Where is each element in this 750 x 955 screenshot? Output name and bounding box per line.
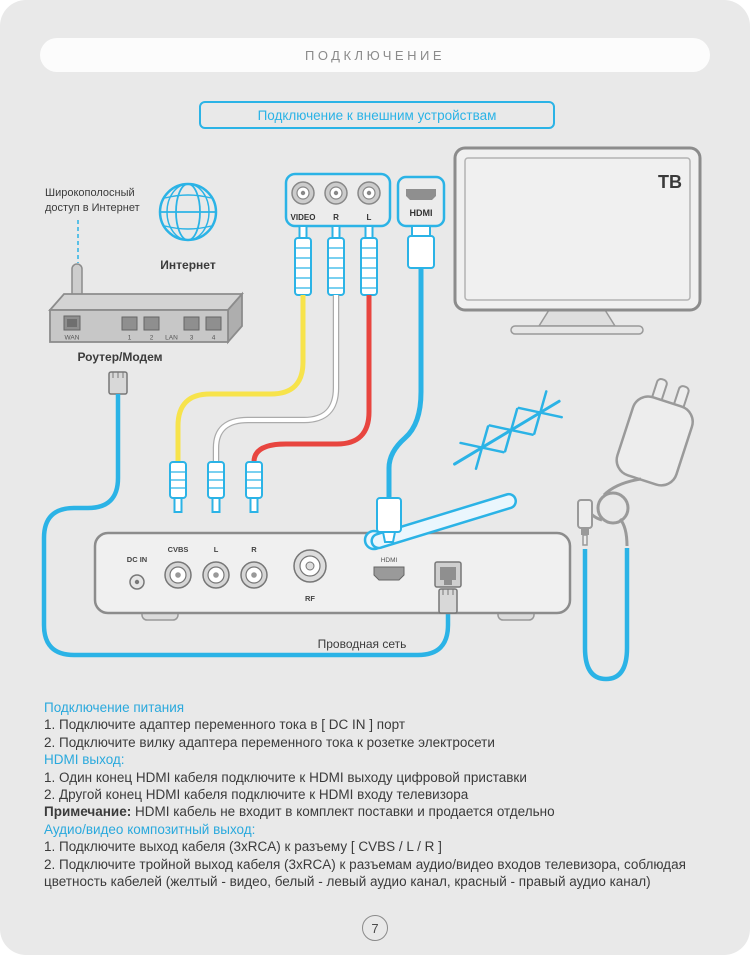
rca-label-r: R [333,213,339,222]
box-antenna [363,492,518,551]
adapter-body [615,395,694,487]
tv-base [510,325,644,335]
connection-diagram: Широкополосный доступ в Интернет Интерне… [41,146,702,682]
page-header: ПОДКЛЮЧЕНИЕ [40,38,710,72]
power-item-1: 1. Подключите адаптер переменного тока в… [44,717,405,733]
power-adapter-illustration [577,378,694,547]
tv-illustration: ТВ [453,146,702,335]
rca-label-l: L [367,213,372,222]
router-lan-port-3 [183,316,200,331]
rca-plug-bottom-cvbs [169,461,187,513]
tv-antenna-icon [453,390,563,470]
router-lan-port-4 [205,316,222,331]
hdmi-item-2: 2. Другой конец HDMI кабеля подключите к… [44,787,469,803]
rf-label: RF [305,594,315,603]
l-label: L [214,545,219,554]
rca-label-video: VIDEO [291,213,316,222]
dc-in-label: DC IN [127,555,147,564]
set-top-box-rear-panel: DC IN CVBS L R RF HDMI [93,531,572,621]
wired-network-cable [41,394,451,658]
audio-cable-red [251,295,372,463]
video-cable-yellow [175,295,306,462]
hdmi-note-text: HDMI кабель не входит в комплект поставк… [131,804,555,820]
internet-label: Интернет [160,258,216,272]
router-lan-port-2 [143,316,160,331]
hdmi-port [373,566,405,581]
cvbs-label: CVBS [168,545,189,554]
section-title: Подключение к внешним устройствам [257,107,497,123]
power-cable [582,548,630,682]
page-number: 7 [362,915,388,941]
router-port-label-1: 1 [128,335,132,342]
hdmi-plate-label: HDMI [410,208,433,218]
adapter-cable-coil [596,491,630,525]
power-heading: Подключение питания [44,700,185,715]
dc-plug [577,499,593,546]
av-heading: Аудио/видео композитный выход: [44,821,256,837]
hdmi-port-label: HDMI [381,557,398,564]
hdmi-item-1: 1. Один конец HDMI кабеля подключите к H… [44,769,527,785]
hdmi-connector-icon [406,189,436,200]
rca-plug-top-l [360,225,378,296]
hdmi-plug-bottom [376,497,402,543]
tv-stand [537,309,617,327]
hdmi-plug-top [407,225,435,269]
box-ethernet-plug [438,588,458,614]
instructions: Подключение питания 1. Подключите адапте… [44,699,692,890]
broadband-label-line1: Широкополосный [45,187,135,199]
av-item-2: 2. Подключите тройной выход кабеля (3xRC… [44,856,686,890]
rca-plug-top-r [327,225,345,296]
audio-cable-white [214,295,338,462]
hdmi-heading: HDMI выход: [44,752,125,768]
page-title: ПОДКЛЮЧЕНИЕ [304,47,446,63]
tv-screen [453,146,702,312]
av-item-1: 1. Подключите выход кабеля (3xRCA) к раз… [44,839,442,855]
tv-label: ТВ [658,172,682,192]
router-lan-port-1 [121,316,138,331]
router-port-label-2: 2 [150,335,154,342]
broadband-label-line2: доступ в Интернет [45,202,140,214]
router-port-label-3: 3 [190,335,194,342]
power-item-2: 2. Подключите вилку адаптера переменного… [44,734,495,750]
router-port-label-lan: LAN [165,335,178,342]
r-label: R [251,545,257,554]
rca-connector-plate: VIDEO R L [284,172,392,228]
router-port-label-4: 4 [212,335,216,342]
hdmi-cable [386,268,424,498]
hdmi-connector-plate: HDMI [396,175,446,228]
rca-plug-top-video [294,225,312,296]
hdmi-note: Примечание: HDMI кабель не входит в комп… [44,803,692,820]
wired-network-label: Проводная сеть [318,637,407,651]
hdmi-note-label: Примечание: [44,804,132,820]
rca-plug-bottom-r [245,461,263,513]
rca-plug-bottom-l [207,461,225,513]
router-port-label-wan: WAN [65,335,80,342]
router-label: Роутер/Модем [77,350,162,364]
router-illustration: WAN 1 2 LAN 3 4 [48,263,244,345]
section-title-box: Подключение к внешним устройствам [199,101,555,129]
router-ethernet-plug [108,371,128,395]
internet-globe-icon [158,182,218,242]
